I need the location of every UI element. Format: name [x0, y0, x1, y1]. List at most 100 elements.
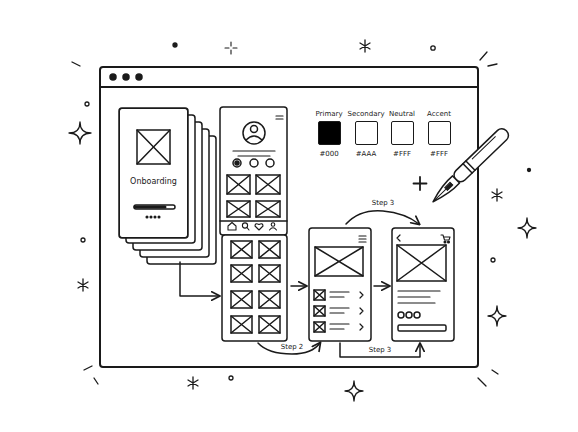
flow-arrow	[180, 262, 219, 296]
pen-tool	[414, 183, 427, 185]
color-swatch	[391, 121, 414, 145]
sparkle	[78, 279, 88, 291]
step-label: Step 2	[280, 343, 305, 351]
sparkle	[360, 40, 370, 52]
grid-screen	[259, 291, 280, 308]
profile-screen	[256, 201, 280, 217]
list-screen	[360, 292, 363, 298]
step-label: Step 3	[368, 346, 393, 354]
sparkle	[488, 306, 506, 326]
list-screen	[330, 312, 344, 313]
profile-screen	[251, 126, 258, 133]
browser-window	[136, 74, 142, 80]
onboarding-contents	[154, 216, 156, 218]
profile-screen	[227, 175, 250, 194]
profile-screen	[271, 223, 275, 227]
profile-screen	[220, 107, 287, 235]
flow-arrow	[258, 343, 320, 354]
detail-screen	[398, 290, 440, 291]
grid-screen	[231, 316, 252, 333]
profile-screen	[227, 201, 250, 217]
sparkle	[72, 62, 80, 66]
grid-screen	[231, 291, 252, 308]
onboarding-contents	[134, 130, 175, 218]
hex-code: #AAA	[355, 150, 378, 158]
grid-screen	[231, 316, 252, 333]
browser-window	[100, 67, 478, 367]
color-swatch	[355, 121, 378, 145]
onboarding-contents	[137, 130, 170, 164]
grid-screen	[259, 291, 280, 308]
list-screen	[330, 307, 349, 308]
sparkle	[188, 377, 198, 389]
onboarding-contents	[137, 130, 170, 164]
palette-label: Accent	[426, 110, 452, 118]
palette-label: Primary	[314, 110, 343, 118]
color-swatch	[428, 121, 451, 145]
list-screen	[314, 290, 325, 300]
grid-screen	[259, 241, 280, 258]
detail-screen	[398, 302, 435, 303]
profile-screen	[255, 224, 263, 230]
profile-screen	[227, 175, 250, 194]
grid-screen	[259, 241, 280, 258]
screen-card: Onboarding	[119, 108, 188, 238]
detail-screen	[392, 228, 454, 341]
profile-screen	[238, 155, 270, 156]
onboarding-contents	[158, 216, 160, 218]
grid-screen	[231, 241, 252, 258]
grid-screen	[231, 265, 252, 282]
sparkle	[478, 370, 498, 386]
detail-screen	[397, 245, 446, 281]
pen-tool	[472, 137, 495, 159]
sparkle	[173, 43, 177, 47]
sparkle	[431, 46, 435, 50]
profile-screen	[227, 201, 250, 217]
detail-screen	[392, 228, 454, 341]
hex-code: #FFF	[429, 150, 449, 158]
list-screen	[314, 306, 325, 316]
profile-screen	[235, 161, 239, 165]
pen-tool	[434, 189, 446, 200]
profile-screen	[228, 223, 236, 231]
profile-screen	[276, 118, 283, 119]
profile-screen	[243, 122, 265, 144]
list-screen	[330, 296, 344, 297]
grid-screen	[231, 291, 252, 308]
flow-arrow	[340, 343, 420, 357]
sparkle	[85, 102, 89, 106]
profile-screen	[256, 175, 280, 194]
flow-arrow	[291, 285, 306, 287]
profile-screen	[220, 220, 287, 222]
profile-screen	[247, 228, 249, 231]
profile-screen	[233, 159, 241, 167]
card-stack	[119, 108, 216, 264]
grid-screen	[259, 316, 280, 333]
detail-screen	[414, 312, 420, 318]
list-screen	[314, 322, 325, 332]
sparkle	[84, 366, 98, 384]
sparkle	[229, 376, 233, 380]
sparkle	[480, 52, 497, 66]
profile-screen	[246, 136, 262, 140]
sparkle	[491, 258, 495, 262]
grid-screen	[259, 265, 280, 282]
detail-screen	[397, 235, 400, 241]
profile-screen	[256, 175, 280, 194]
sparkle	[225, 42, 237, 54]
detail-screen	[406, 312, 412, 318]
detail-screen	[397, 245, 446, 281]
screen-title: Onboarding	[120, 177, 187, 187]
profile-screen	[256, 201, 280, 217]
hex-code: #000	[318, 150, 339, 158]
sparkle	[69, 40, 536, 401]
card-stack	[119, 108, 188, 238]
list-screen	[314, 306, 325, 316]
list-screen	[359, 235, 366, 236]
hex-code: #FFF	[392, 150, 412, 158]
palette-label: Secondary	[346, 110, 385, 118]
sparkle	[492, 189, 502, 201]
browser-window	[123, 74, 129, 80]
list-screen	[360, 324, 363, 330]
